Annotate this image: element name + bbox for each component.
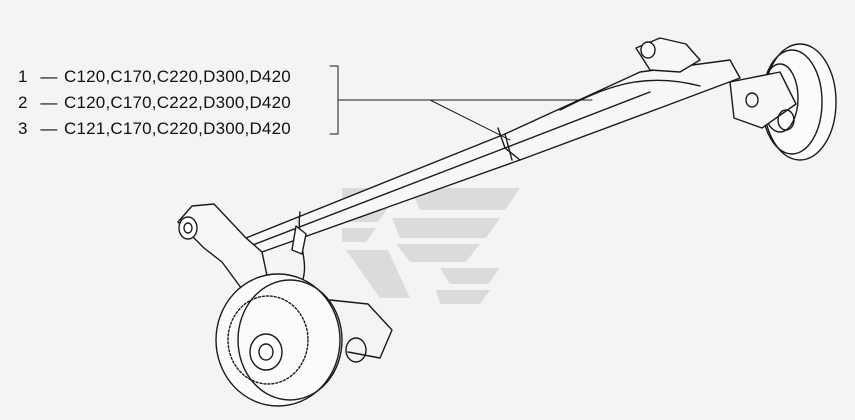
leader-lines: [337, 99, 593, 141]
variant-number: 2: [18, 93, 28, 112]
variant-codes: C121,C170,C220,D300,D420: [64, 119, 291, 138]
variant-number: 1: [18, 67, 28, 86]
variants-bracket: [329, 65, 339, 135]
right-brake-drum: [729, 43, 837, 161]
variant-row-1: 1 — C120,C170,C220,D300,D420: [18, 64, 291, 90]
variant-separator: —: [40, 119, 58, 138]
left-brake-drum: [215, 273, 393, 407]
watermark-logo: [342, 188, 520, 304]
variant-codes: C120,C170,C222,D300,D420: [64, 93, 291, 112]
variant-codes: C120,C170,C220,D300,D420: [64, 67, 291, 86]
variant-row-2: 2 — C120,C170,C222,D300,D420: [18, 90, 291, 116]
rear-axle-illustration: [177, 37, 837, 407]
variant-separator: —: [40, 67, 58, 86]
variant-separator: —: [40, 93, 58, 112]
variant-row-3: 3 — C121,C170,C220,D300,D420: [18, 116, 291, 142]
axle-beam: [245, 59, 741, 253]
variant-list: 1 — C120,C170,C220,D300,D420 2 — C120,C1…: [18, 64, 291, 142]
left-trailing-arm: [177, 203, 271, 301]
variant-number: 3: [18, 119, 28, 138]
